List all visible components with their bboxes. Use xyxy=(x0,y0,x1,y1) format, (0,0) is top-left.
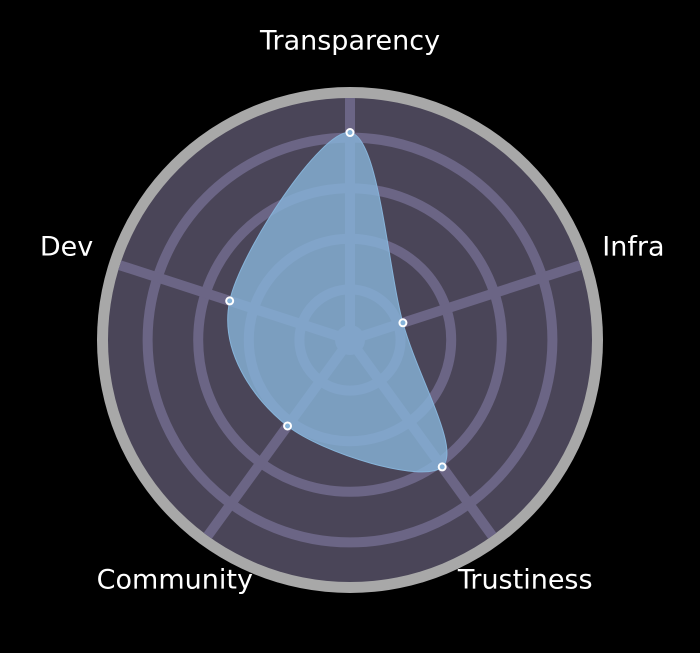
data-point-infra xyxy=(398,318,408,328)
axis-label-community: Community xyxy=(97,565,253,596)
axis-label-trustiness: Trustiness xyxy=(457,565,593,596)
axis-label-transparency: Transparency xyxy=(259,26,440,57)
axis-label-dev: Dev xyxy=(40,231,93,262)
axis-label-infra: Infra xyxy=(602,231,664,262)
data-points xyxy=(225,128,447,472)
data-area xyxy=(227,131,448,473)
data-point-community xyxy=(283,421,293,431)
data-point-trustiness xyxy=(437,462,447,472)
data-point-transparency xyxy=(345,128,355,138)
data-point-dev xyxy=(225,296,235,306)
